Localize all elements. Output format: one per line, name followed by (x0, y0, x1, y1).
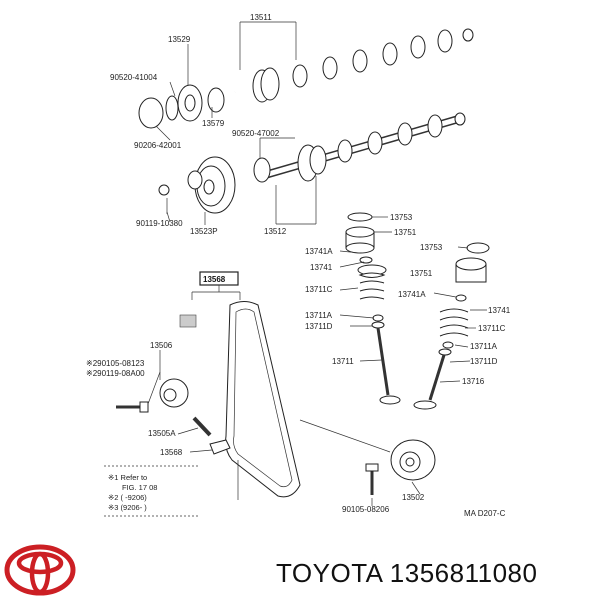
lower-camshaft (253, 112, 466, 183)
label-90119-10380: 90119-10380 (136, 219, 183, 228)
timing-pulley-13523p (158, 156, 236, 214)
label-13512: 13512 (264, 227, 287, 236)
label-13711d-1: 13711D (305, 322, 333, 331)
label-90520-47002: 90520-47002 (232, 129, 280, 138)
label-13751-b: 13751 (410, 269, 433, 278)
label-13568-b: 13568 (160, 448, 183, 457)
label-90105-08123: ※290105-08123 (86, 359, 145, 368)
label-90520-41004: 90520-41004 (110, 73, 158, 82)
timing-belt (225, 301, 301, 498)
label-13529: 13529 (168, 35, 191, 44)
label-13741a-2: 13741A (398, 290, 426, 299)
label-13579: 13579 (202, 119, 225, 128)
note-line-4: ※3 (9206- ) (108, 503, 147, 512)
label-13711a-2: 13711A (470, 342, 498, 351)
label-13741-b: 13741 (310, 263, 333, 272)
label-90119-08a00: ※290119-08A00 (86, 369, 145, 378)
label-13711c-1: 13711C (305, 285, 333, 294)
note-line-3: ※2 ( -9206) (108, 493, 147, 502)
label-13753-b: 13753 (420, 243, 443, 252)
idler-pulley-13506 (116, 378, 231, 455)
label-13502: 13502 (402, 493, 425, 502)
note-line-2: FIG. 17 08 (122, 483, 157, 492)
leader-lines (147, 21, 487, 506)
label-13751-a: 13751 (394, 228, 417, 237)
belt-tag (179, 314, 197, 328)
notes-box: ※1 Refer to FIG. 17 08 ※2 ( -9206) ※3 (9… (104, 465, 200, 517)
note-line-1: ※1 Refer to (108, 473, 147, 482)
valve-assembly-right (413, 242, 490, 410)
label-13711a-1: 13711A (305, 311, 333, 320)
label-13506: 13506 (150, 341, 173, 350)
part-labels: 13529 13511 90520-41004 13579 90206-4200… (86, 13, 511, 518)
upper-camshaft (234, 28, 474, 103)
label-13568-belt: 13568 (203, 275, 226, 284)
valve-assembly-center (345, 212, 401, 405)
label-13741a-1: 13741A (305, 247, 333, 256)
pulley-13502 (365, 439, 436, 495)
label-13741-c: 13741 (488, 306, 511, 315)
toyota-logo (4, 544, 76, 596)
brand-part-number: TOYOTA 1356811080 (276, 558, 537, 588)
label-13711c-2: 13711C (478, 324, 506, 333)
gear-13529 (138, 84, 225, 129)
label-13511: 13511 (250, 13, 272, 22)
label-90105-08206: 90105-08206 (342, 505, 390, 514)
label-13753-a: 13753 (390, 213, 413, 222)
label-13716: 13716 (462, 377, 485, 386)
label-13711d-2: 13711D (470, 357, 498, 366)
label-90206-42001: 90206-42001 (134, 141, 182, 150)
label-13505a: 13505A (148, 429, 176, 438)
label-13523p: 13523P (190, 227, 218, 236)
diagram-code: MA D207-C (464, 509, 506, 518)
label-13711: 13711 (332, 357, 354, 366)
